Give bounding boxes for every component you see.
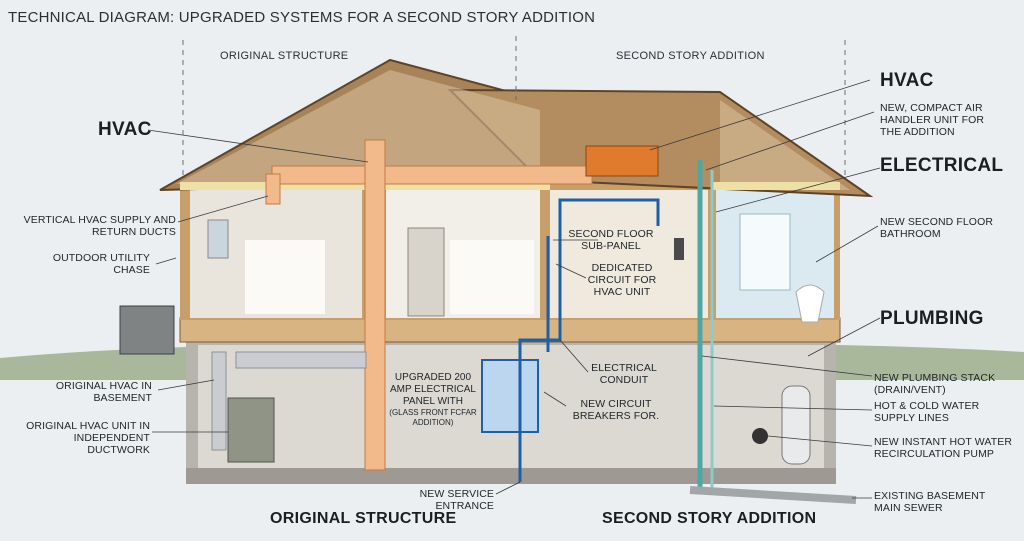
footer-original: ORIGINAL STRUCTURE [270,510,457,527]
label-recirc-pump: NEW INSTANT HOT WATER RECIRCULATION PUMP [874,436,1013,460]
label-supply-lines: HOT & COLD WATER SUPPLY LINES [874,400,980,424]
header-original: ORIGINAL STRUCTURE [220,50,349,62]
footer-addition: SECOND STORY ADDITION [602,510,817,527]
conduit-line [518,198,660,482]
leader-lines [147,79,881,499]
duct-drop [265,173,281,205]
original-hvac-unit [227,397,275,463]
vertical-duct [364,139,386,471]
window [207,219,229,259]
recirculation-pump [752,428,768,444]
label-conduit: ELECTRICAL CONDUIT [591,362,657,386]
toilet [795,284,825,323]
basement-duct [235,351,367,369]
floor-joist [179,317,841,343]
room-addition [550,190,708,318]
label-panel-small: (GLASS FRONT FCFAR ADDITION) [389,408,477,427]
label-utility-chase: OUTDOOR UTILITY CHASE [52,252,150,276]
label-breakers: NEW CIRCUIT BREAKERS FOR. [572,398,660,422]
label-vertical-hvac: VERTICAL HVAC SUPPLY AND RETURN DUCTS [23,214,176,238]
basement-duct-vert [211,351,227,451]
label-orig-hvac-unit: ORIGINAL HVAC UNIT IN INDEPENDENT DUCTWO… [26,420,150,456]
shower [739,213,791,291]
label-plumbing-stack: NEW PLUMBING STACK (DRAIN/VENT) [874,372,996,396]
label-sub-panel: SECOND FLOOR SUB-PANEL [568,228,654,252]
hvac-label-left: HVAC [98,119,152,140]
label-sewer: EXISTING BASEMENT MAIN SEWER [874,490,986,514]
water-heater [781,385,811,465]
header-addition: SECOND STORY ADDITION [616,50,765,62]
main-sewer [689,486,857,504]
wall-art [245,240,325,314]
insulation-right [712,182,840,190]
label-orig-hvac-basement: ORIGINAL HVAC IN BASEMENT [55,380,152,404]
electrical-panel [481,359,539,433]
label-dedicated-circuit: DEDICATED CIRCUIT FOR HVAC UNIT [587,262,657,298]
label-service-entrance: NEW SERVICE ENTRANCE [419,488,494,512]
footing [186,468,836,484]
label-air-handler: NEW, COMPACT AIR HANDLER UNIT FOR THE AD… [880,102,985,138]
outdoor-condenser [119,305,175,355]
sub-panel-box [674,238,684,260]
attic-left [176,70,540,184]
label-panel-main: UPGRADED 200 AMP ELECTRICAL PANEL WITH [390,372,476,407]
label-bathroom: NEW SECOND FLOOR BATHROOM [880,216,994,240]
door [407,227,445,317]
diagram-title: TECHNICAL DIAGRAM: UPGRADED SYSTEMS FOR … [8,9,596,26]
attic-duct [271,165,593,185]
wall-art-2 [450,240,534,314]
plumbing-label: PLUMBING [880,308,984,329]
electrical-label: ELECTRICAL [880,155,1004,176]
attic-right [720,100,850,190]
air-handler [585,145,659,177]
hvac-label-right: HVAC [880,70,934,91]
